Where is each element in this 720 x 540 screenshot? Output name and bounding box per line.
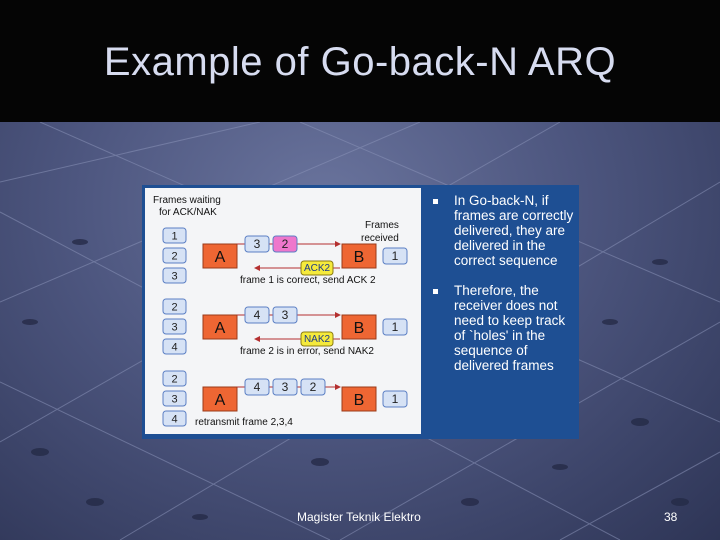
received-frame-box [382,318,408,336]
sender-label: A [215,320,226,337]
queue-frame-number: 3 [171,271,177,283]
bullet-square-icon [433,289,438,294]
queue-frame-box [162,410,187,427]
in-flight-frame-box [244,235,270,253]
in-flight-frame-number: 3 [254,237,261,251]
sender-box [202,243,238,269]
queue-frame-box [162,298,187,315]
received-frame-number: 1 [392,392,399,406]
receiver-box [341,314,377,340]
queue-frame-box [162,318,187,335]
queue-frame-number: 3 [171,394,177,406]
page-number: 38 [664,510,678,524]
queue-frame-box [162,227,187,244]
title-bar: Example of Go-back-N ARQ [0,0,720,122]
bullet-list: In Go-back-N, if frames are correctly de… [430,193,575,388]
in-flight-frame-number: 3 [282,308,289,322]
in-flight-frame-box [272,235,298,253]
waiting-label: for ACK/NAK [159,207,217,218]
queue-frame-number: 4 [171,414,177,426]
queue-frame-box [162,267,187,284]
queue-frame-number: 2 [171,302,177,314]
received-frame-box [382,247,408,265]
in-flight-frame-number: 3 [282,380,289,394]
bullet-item-1: In Go-back-N, if frames are correctly de… [430,193,575,268]
receiver-box [341,243,377,269]
receiver-label: B [354,320,365,337]
queue-frame-number: 1 [171,231,177,243]
receiver-label: B [354,392,365,409]
row-caption: retransmit frame 2,3,4 [195,417,293,428]
in-flight-frame-number: 2 [282,237,289,251]
footer-text: Magister Teknik Elektro [297,510,421,524]
sender-box [202,314,238,340]
queue-frame-number: 2 [171,374,177,386]
receiver-label: B [354,249,365,266]
in-flight-frame-number: 4 [254,308,261,322]
slide-title: Example of Go-back-N ARQ [103,40,617,84]
queue-frame-box [162,247,187,264]
queue-frame-number: 3 [171,322,177,334]
in-flight-frame-box [272,378,298,396]
bullet-item-2: Therefore, the receiver does not need to… [430,283,575,373]
reply-box [300,331,334,347]
sender-box [202,386,238,412]
bullet-text: In Go-back-N, if frames are correctly de… [454,193,574,268]
bullet-text: Therefore, the receiver does not need to… [454,283,566,373]
in-flight-frame-box [244,306,270,324]
received-label: received [361,233,399,244]
reply-box [300,260,334,276]
in-flight-frame-number: 4 [254,380,261,394]
in-flight-frame-box [300,378,326,396]
received-frame-number: 1 [392,249,399,263]
row-caption: frame 2 is in error, send NAK2 [240,346,374,357]
sender-label: A [215,392,226,409]
in-flight-frame-box [244,378,270,396]
queue-frame-box [162,338,187,355]
in-flight-frame-number: 2 [310,380,317,394]
receiver-box [341,386,377,412]
queue-frame-box [162,390,187,407]
received-label: Frames [365,220,399,231]
queue-frame-box [162,370,187,387]
queue-frame-number: 4 [171,342,177,354]
row-caption: frame 1 is correct, send ACK 2 [240,275,376,286]
received-frame-number: 1 [392,320,399,334]
sender-label: A [215,249,226,266]
reply-label: ACK2 [304,263,331,274]
queue-frame-number: 2 [171,251,177,263]
reply-label: NAK2 [304,334,331,345]
received-frame-box [382,390,408,408]
waiting-label: Frames waiting [153,195,221,206]
bullet-square-icon [433,199,438,204]
in-flight-frame-box [272,306,298,324]
